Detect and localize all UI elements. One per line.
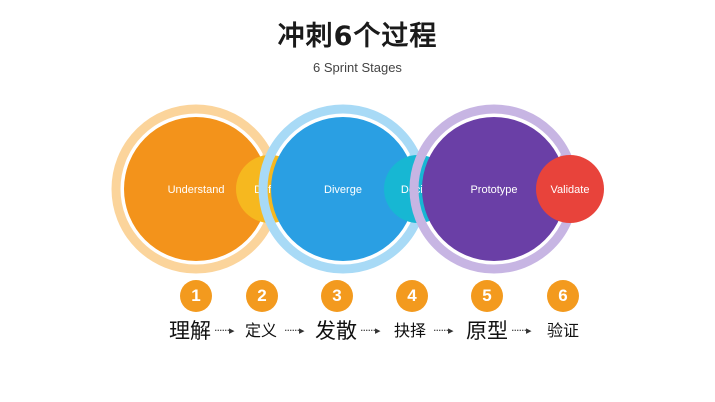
circle-prototype: [422, 117, 566, 261]
step-label-2: 定义: [245, 321, 278, 340]
step-badge-4: 4: [396, 280, 428, 312]
step-label-1: 理解: [169, 319, 211, 343]
label-understand: Understand: [168, 184, 225, 196]
step-badge-2: 2: [246, 280, 278, 312]
arrow-4-5: ······▸: [433, 324, 453, 337]
step-badge-1: 1: [180, 280, 212, 312]
arrow-3-4: ······▸: [360, 324, 380, 337]
circle-understand: [124, 117, 268, 261]
step-label-5: 原型: [466, 319, 508, 343]
label-diverge: Diverge: [324, 184, 362, 196]
arrow-2-3: ······▸: [284, 324, 304, 337]
label-validate: Validate: [551, 184, 590, 196]
label-prototype: Prototype: [470, 184, 517, 196]
step-badge-3: 3: [321, 280, 353, 312]
diagram-subtitle: 6 Sprint Stages: [313, 60, 402, 75]
arrow-5-6: ······▸: [511, 324, 531, 337]
step-label-row: 理解 ······▸ 定义 ······▸ 发散 ······▸ 抉择 ····…: [0, 316, 715, 346]
step-badge-6: 6: [547, 280, 579, 312]
step-label-6: 验证: [547, 321, 580, 340]
arrow-1-2: ······▸: [214, 324, 234, 337]
circle-validate: [536, 155, 604, 223]
circle-diverge: [271, 117, 415, 261]
step-label-3: 发散: [315, 319, 357, 343]
step-label-4: 抉择: [394, 321, 427, 340]
stage-group-3: Prototype Validate: [409, 104, 604, 274]
step-number-row: 1 2 3 4 5 6: [0, 280, 715, 320]
step-badge-5: 5: [471, 280, 503, 312]
diagram-title: 冲刺6个过程: [277, 21, 438, 52]
